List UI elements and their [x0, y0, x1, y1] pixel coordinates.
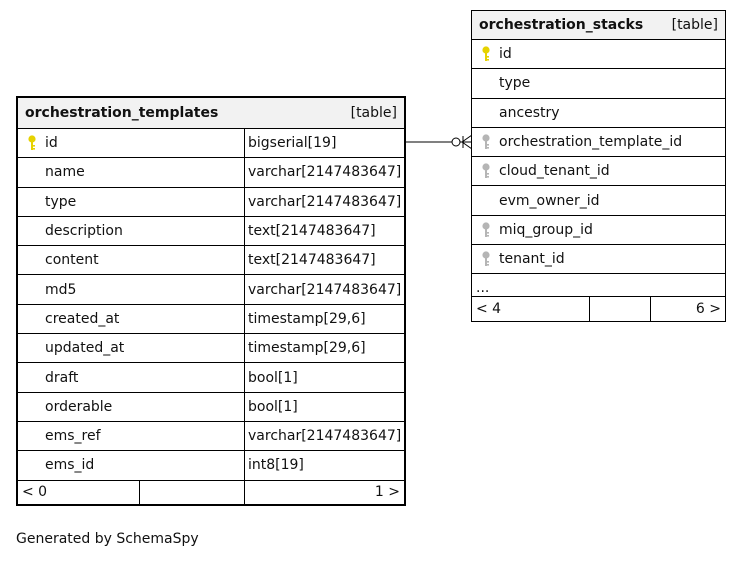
column-name: name — [18, 158, 244, 186]
column-type: timestamp[29,6] — [244, 304, 404, 334]
column-name-text: type — [45, 193, 77, 210]
column-type: bool[1] — [244, 363, 404, 392]
column-name-text: id — [499, 46, 512, 63]
column-row-id[interactable]: id bigserial[19] — [18, 129, 404, 159]
column-name-text: miq_group_id — [499, 221, 593, 238]
primary-key-icon — [481, 45, 491, 63]
table-orchestration-templates[interactable]: orchestration_templates [table] id bigser… — [16, 96, 406, 506]
column-name: tenant_id — [472, 245, 725, 273]
column-row-draft[interactable]: draft bool[1] — [18, 363, 404, 393]
column-name-text: content — [45, 252, 99, 269]
column-row-tenant-id[interactable]: tenant_id — [472, 245, 725, 275]
column-row-updated-at[interactable]: updated_at timestamp[29,6] — [18, 334, 404, 364]
column-name: orchestration_template_id — [472, 128, 725, 156]
table-orchestration-stacks[interactable]: orchestration_stacks [table] id type ances… — [471, 10, 726, 323]
column-name: evm_owner_id — [472, 186, 725, 214]
column-name: created_at — [18, 305, 244, 333]
footer-middle — [589, 297, 650, 322]
column-name-text: name — [45, 164, 85, 181]
column-name-text: evm_owner_id — [499, 192, 600, 209]
column-row-ems-id[interactable]: ems_id int8[19] — [18, 451, 404, 481]
column-row-evm-owner-id[interactable]: evm_owner_id — [472, 186, 725, 216]
column-name: ems_ref — [18, 422, 244, 450]
column-name: miq_group_id — [472, 216, 725, 244]
foreign-key-icon — [481, 162, 491, 180]
column-type: timestamp[29,6] — [244, 334, 404, 363]
column-name: ancestry — [472, 99, 725, 127]
column-row-type[interactable]: type varchar[2147483647] — [18, 187, 404, 217]
column-row-ancestry[interactable]: ancestry — [472, 99, 725, 128]
footer-children-count: < 0 — [22, 484, 48, 501]
column-name: content — [18, 246, 244, 274]
column-name-text: updated_at — [45, 340, 125, 357]
table-kind-label: [table] — [350, 105, 397, 121]
foreign-key-icon — [481, 221, 491, 239]
column-name-text: cloud_tenant_id — [499, 163, 610, 180]
column-row-orchestration-template-id[interactable]: orchestration_template_id — [472, 128, 725, 158]
column-name-text: description — [45, 223, 123, 240]
column-row-ems-ref[interactable]: ems_ref varchar[2147483647] — [18, 421, 404, 452]
column-type: varchar[2147483647] — [244, 187, 404, 216]
table-name: orchestration_stacks — [479, 17, 644, 33]
column-row-cloud-tenant-id[interactable]: cloud_tenant_id — [472, 157, 725, 187]
foreign-key-icon — [481, 250, 491, 268]
column-type: varchar[2147483647] — [244, 158, 404, 187]
column-type: varchar[2147483647] — [244, 275, 404, 304]
footer-middle — [139, 480, 244, 504]
footer-parents-count: 6 > — [650, 297, 725, 322]
column-name: id — [18, 129, 244, 157]
column-name-text: draft — [45, 369, 79, 386]
table-footer: < 4 6 > — [472, 297, 725, 322]
footer-children-count: < 4 — [476, 301, 502, 318]
column-name-text: ems_ref — [45, 428, 101, 445]
column-type: varchar[2147483647] — [244, 421, 404, 451]
table-name: orchestration_templates — [25, 105, 219, 121]
column-name-text: id — [45, 135, 58, 152]
column-row-type[interactable]: type — [472, 69, 725, 99]
column-name-text: created_at — [45, 310, 120, 327]
more-columns-indicator: ... — [472, 274, 725, 298]
primary-key-icon — [27, 134, 37, 152]
column-name-text: ems_id — [45, 457, 95, 474]
column-name: id — [472, 40, 725, 68]
column-row-description[interactable]: description text[2147483647] — [18, 216, 404, 247]
column-name-text: ancestry — [499, 104, 560, 121]
table-kind-label: [table] — [671, 17, 718, 33]
table-header: orchestration_stacks [table] — [472, 11, 725, 40]
table-header: orchestration_templates [table] — [18, 98, 404, 129]
column-row-id[interactable]: id — [472, 40, 725, 70]
column-type: text[2147483647] — [244, 216, 404, 246]
generated-by-note: Generated by SchemaSpy — [16, 531, 199, 547]
column-name: orderable — [18, 393, 244, 421]
column-name: description — [18, 217, 244, 245]
column-name: updated_at — [18, 334, 244, 362]
footer-parents-count: 1 > — [244, 480, 404, 504]
column-row-created-at[interactable]: created_at timestamp[29,6] — [18, 304, 404, 335]
column-type: int8[19] — [244, 451, 404, 480]
table-footer: < 0 1 > — [18, 480, 404, 504]
column-type: bigserial[19] — [244, 129, 404, 158]
column-row-content[interactable]: content text[2147483647] — [18, 246, 404, 276]
column-row-name[interactable]: name varchar[2147483647] — [18, 158, 404, 188]
column-name-text: orchestration_template_id — [499, 134, 683, 151]
column-name: cloud_tenant_id — [472, 157, 725, 185]
column-name-text: type — [499, 75, 531, 92]
column-row-md5[interactable]: md5 varchar[2147483647] — [18, 275, 404, 305]
column-name-text: orderable — [45, 398, 113, 415]
column-name: draft — [18, 363, 244, 391]
foreign-key-icon — [481, 133, 491, 151]
column-type: bool[1] — [244, 392, 404, 421]
column-name: md5 — [18, 275, 244, 303]
column-row-miq-group-id[interactable]: miq_group_id — [472, 216, 725, 246]
column-name-text: tenant_id — [499, 251, 565, 268]
column-type: text[2147483647] — [244, 246, 404, 275]
column-name: ems_id — [18, 451, 244, 479]
column-name: type — [18, 188, 244, 216]
column-name: type — [472, 69, 725, 97]
column-row-orderable[interactable]: orderable bool[1] — [18, 392, 404, 422]
column-name-text: md5 — [45, 281, 77, 298]
